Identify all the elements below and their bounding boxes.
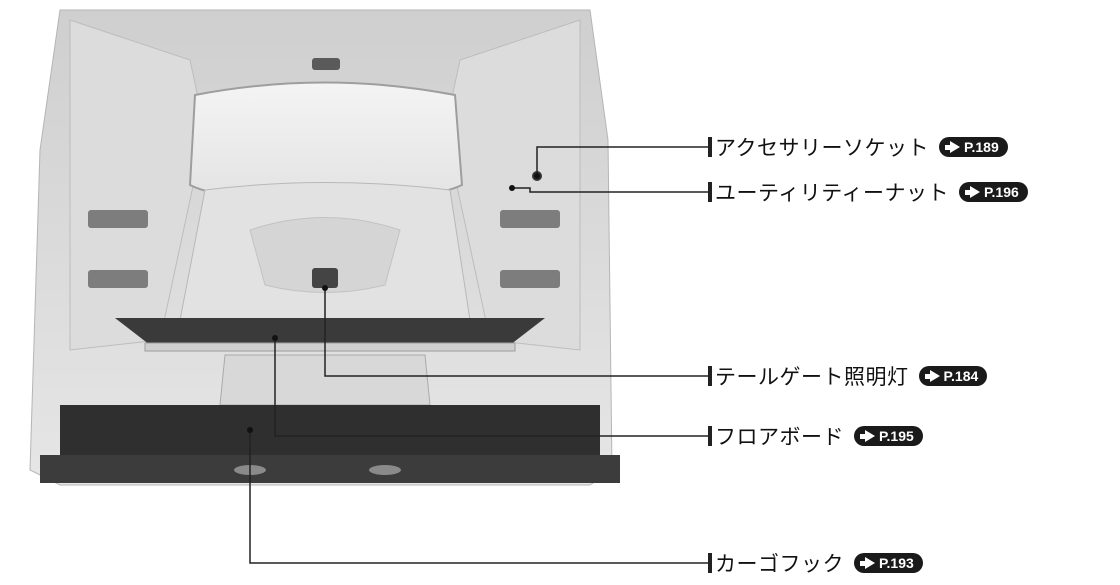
callout-label: ユーティリティーナット [715, 181, 949, 205]
page-ref-link[interactable]: P.193 [854, 553, 923, 573]
callout-label: カーゴフック [715, 552, 844, 576]
callout-accessory-socket: アクセサリーソケット P.189 [708, 132, 1008, 162]
pointer-dot [509, 185, 515, 191]
pointer-dot [272, 335, 278, 341]
arrow-right-icon [865, 430, 875, 442]
left-pillar [69, 19, 206, 351]
callout-floor-board: フロアボード P.195 [708, 421, 923, 451]
bumper-sill [40, 455, 620, 483]
left-rail-upper [88, 210, 148, 228]
pointer-dot [247, 427, 253, 433]
callout-label: フロアボード [715, 425, 844, 449]
arrow-right-icon [969, 186, 980, 198]
cargo-hook-right-fixture [369, 465, 401, 475]
leader-tailgate-light [324, 288, 710, 377]
leader-floor-board [274, 338, 710, 437]
page-ref-link[interactable]: P.184 [918, 366, 988, 386]
tailgate-light-fixture [312, 268, 338, 288]
rear-window [188, 81, 464, 195]
leader-accessory-socket [536, 146, 710, 176]
callout-cargo-hook: カーゴフック P.193 [708, 548, 923, 578]
callout-marker [708, 366, 712, 386]
floor-board-edge [144, 342, 516, 352]
callout-marker [708, 137, 712, 157]
right-pillar [444, 19, 581, 351]
callout-label: アクセサリーソケット [715, 136, 929, 160]
page-ref-link[interactable]: P.196 [958, 182, 1028, 202]
arrow-right-icon [929, 370, 940, 382]
callout-utility-nut: ユーティリティーナット P.196 [708, 177, 1028, 207]
leader-cargo-hook [249, 430, 710, 564]
top-latch [312, 58, 340, 70]
left-rail-lower [88, 270, 148, 288]
page-ref-link[interactable]: P.195 [854, 426, 923, 446]
callout-marker [708, 553, 712, 573]
arrow-right-icon [865, 557, 875, 569]
arrow-right-icon [949, 141, 960, 153]
pointer-dot [322, 285, 328, 291]
floor-board-surface [115, 318, 545, 345]
right-rail-lower [500, 270, 560, 288]
leader-utility-nut [512, 187, 710, 193]
tailgate-emboss [249, 217, 401, 293]
page-ref-link[interactable]: P.189 [938, 137, 1008, 157]
callout-tailgate-light: テールゲート照明灯 P.184 [708, 361, 988, 391]
callout-label: テールゲート照明灯 [715, 365, 909, 389]
right-rail-upper [500, 210, 560, 228]
pointer-dot [534, 173, 540, 179]
callout-marker [708, 426, 712, 446]
callout-marker [708, 182, 712, 202]
